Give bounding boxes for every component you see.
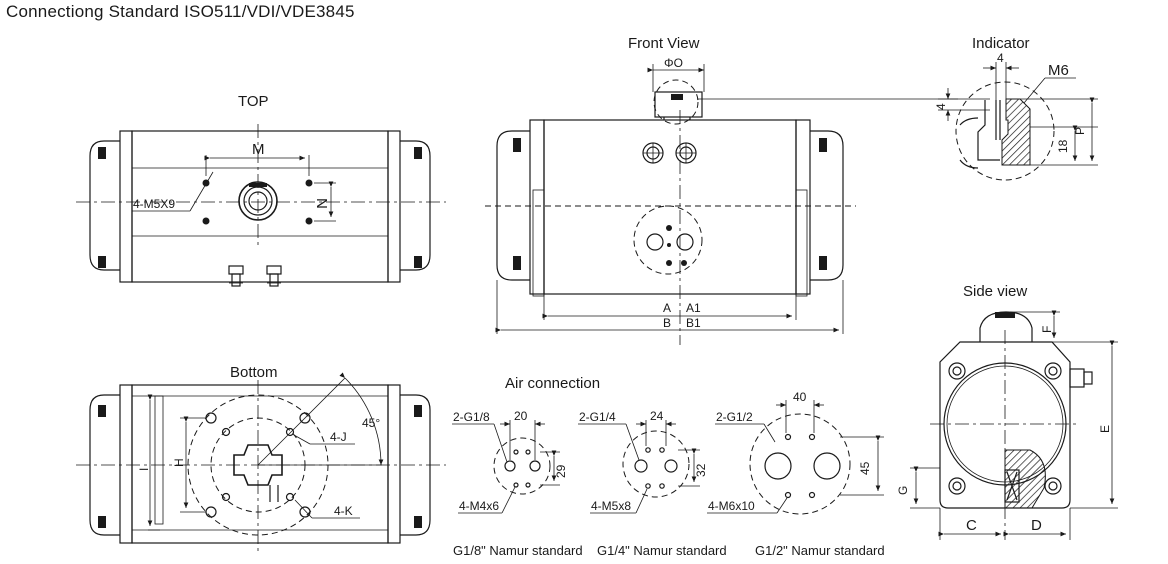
side-view-label: Side view [963, 283, 1027, 300]
indicator-four-top-label: 4 [997, 51, 1004, 65]
air-connection-g18: 20 29 2-G1/8 4-M4x6 G1/8" Namur standard [452, 409, 583, 558]
front-view: Front View ΦO [485, 35, 958, 345]
air-g12-caption: G1/2" Namur standard [755, 543, 885, 558]
air-connection-label: Air connection [505, 375, 600, 392]
top-bolt-label: 4-M5X9 [133, 197, 175, 211]
air-g18-caption: G1/8" Namur standard [453, 543, 583, 558]
bottom-i-label: I [137, 468, 151, 471]
air-g14-caption: G1/4" Namur standard [597, 543, 727, 558]
indicator-m6-label: M6 [1048, 62, 1069, 79]
side-e-label: E [1098, 425, 1112, 433]
side-g-label: G [896, 486, 910, 495]
side-view: Side view F E [896, 283, 1118, 540]
air-g18-port: 2-G1/8 [453, 410, 490, 424]
air-g14-thread: 4-M5x8 [591, 499, 631, 513]
air-g18-height: 29 [554, 464, 568, 478]
indicator-four-side-label: 4 [934, 103, 948, 110]
dimension-m-label: M [252, 141, 265, 158]
indicator-detail: Indicator 4 4 M6 18 P [934, 35, 1098, 181]
air-g14-port: 2-G1/4 [579, 410, 616, 424]
air-g12-spacing: 40 [793, 390, 807, 404]
indicator-eighteen-label: 18 [1056, 139, 1070, 153]
front-view-label: Front View [628, 35, 700, 52]
bottom-j-label: 4-J [330, 430, 347, 444]
top-view: TOP M N [76, 93, 446, 287]
indicator-p-label: P [1073, 127, 1087, 135]
air-connection: Air connection 20 29 2-G1/8 4-M4x6 [452, 375, 885, 558]
dimension-b1-label: B1 [686, 316, 701, 330]
bottom-k-label: 4-K [334, 504, 353, 518]
air-connection-g14: 24 32 2-G1/4 4-M5x8 G1/4" Namur standard [578, 409, 727, 558]
bottom-view-label: Bottom [230, 364, 278, 381]
dimension-b-label: B [663, 316, 671, 330]
air-g18-thread: 4-M4x6 [459, 499, 499, 513]
air-g14-height: 32 [694, 463, 708, 477]
page-title: Connectiong Standard ISO511/VDI/VDE3845 [6, 2, 355, 21]
air-g12-port: 2-G1/2 [716, 410, 753, 424]
bottom-angle-label: 45° [362, 416, 380, 430]
dimension-phi-o-label: ΦO [664, 56, 683, 70]
air-connection-g12: 40 45 2-G1/2 4-M6x10 G1/2" Namur standar… [707, 390, 885, 558]
bottom-h-label: H [172, 458, 186, 467]
top-view-label: TOP [238, 93, 269, 110]
dimension-n-label: N [313, 198, 330, 209]
side-c-label: C [966, 517, 977, 534]
air-g12-thread: 4-M6x10 [708, 499, 755, 513]
air-g14-spacing: 24 [650, 409, 664, 423]
dimension-a-label: A [663, 301, 671, 315]
side-d-label: D [1031, 517, 1042, 534]
indicator-view-label: Indicator [972, 35, 1030, 52]
air-g18-spacing: 20 [514, 409, 528, 423]
bottom-view: Bottom I [76, 364, 446, 555]
air-g12-height: 45 [858, 461, 872, 475]
dimension-a1-label: A1 [686, 301, 701, 315]
side-f-label: F [1040, 326, 1054, 333]
